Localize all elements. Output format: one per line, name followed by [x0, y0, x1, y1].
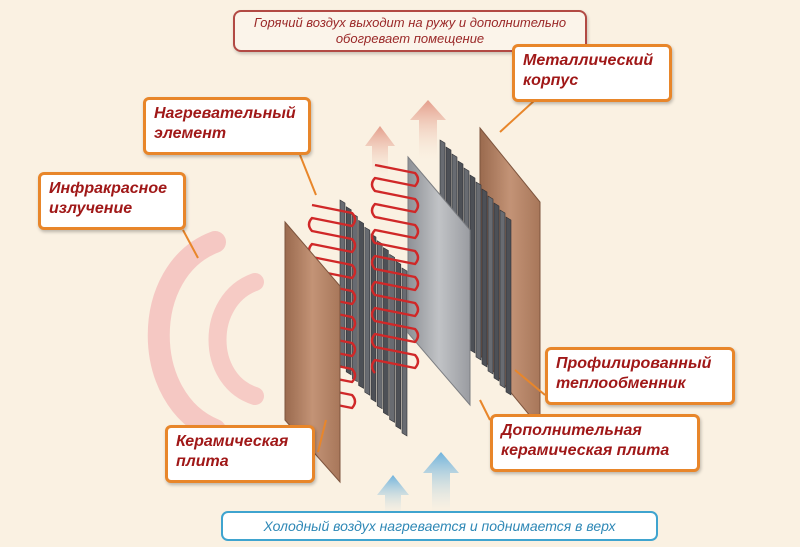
callout-ceramic-plate-line2: плита [176, 453, 229, 470]
callout-metal-case-line2: корпус [523, 72, 579, 89]
callout-heating-element-line2: элемент [154, 125, 227, 142]
callout-ceramic-plate-line1: Керамическая [176, 433, 289, 450]
callout-infrared-line2: излучение [49, 200, 133, 217]
exchanger-fin [475, 181, 482, 361]
heating-coil-path [370, 163, 420, 374]
radiator-fin [383, 247, 389, 417]
cold-air-arrow-icon [377, 452, 459, 515]
callout-metal-case: Металлический корпус [512, 44, 672, 102]
radiator-fin [376, 240, 383, 410]
radiator-fin [364, 226, 371, 396]
exchanger-fin [499, 209, 506, 389]
callout-profiled-exchanger-line1: Профилированный [556, 355, 712, 372]
callout-extra-ceramic-line2: керамическая плита [501, 442, 670, 459]
exchanger-fin [487, 195, 494, 375]
callout-infrared: Инфракрасное излучение [38, 172, 186, 230]
hot-air-arrow-icon [365, 100, 446, 178]
callout-ceramic-plate: Керамическая плита [165, 425, 315, 483]
hot-air-note-line2: обогревает помещение [335, 31, 485, 46]
exchanger-fin [469, 174, 476, 354]
callout-extra-ceramic-line1: Дополнительная [501, 422, 642, 439]
callout-metal-case-line1: Металлический [523, 52, 654, 69]
extra-ceramic-plate [407, 155, 471, 407]
exchanger-fin [493, 202, 500, 382]
radiator-fin [395, 260, 402, 430]
exchanger-fin [505, 216, 512, 396]
connector-lines [182, 99, 546, 453]
callout-infrared-line1: Инфракрасное [49, 180, 168, 197]
cold-air-note: Холодный воздух нагревается и поднимаетс… [221, 511, 658, 541]
callout-profiled-exchanger: Профилированный теплообменник [545, 347, 735, 405]
ceramic-plate [284, 220, 341, 484]
radiator-fin [358, 219, 364, 389]
infrared-wave-icon [147, 231, 264, 441]
callout-profiled-exchanger-line2: теплообменник [556, 375, 686, 392]
callout-heating-element-line1: Нагревательный [154, 105, 296, 122]
exchanger-fin [481, 188, 488, 368]
hot-air-note-line1: Горячий воздух выходит на ружу и дополни… [253, 15, 567, 30]
callout-heating-element: Нагревательный элемент [143, 97, 311, 155]
callout-extra-ceramic: Дополнительная керамическая плита [490, 414, 700, 472]
